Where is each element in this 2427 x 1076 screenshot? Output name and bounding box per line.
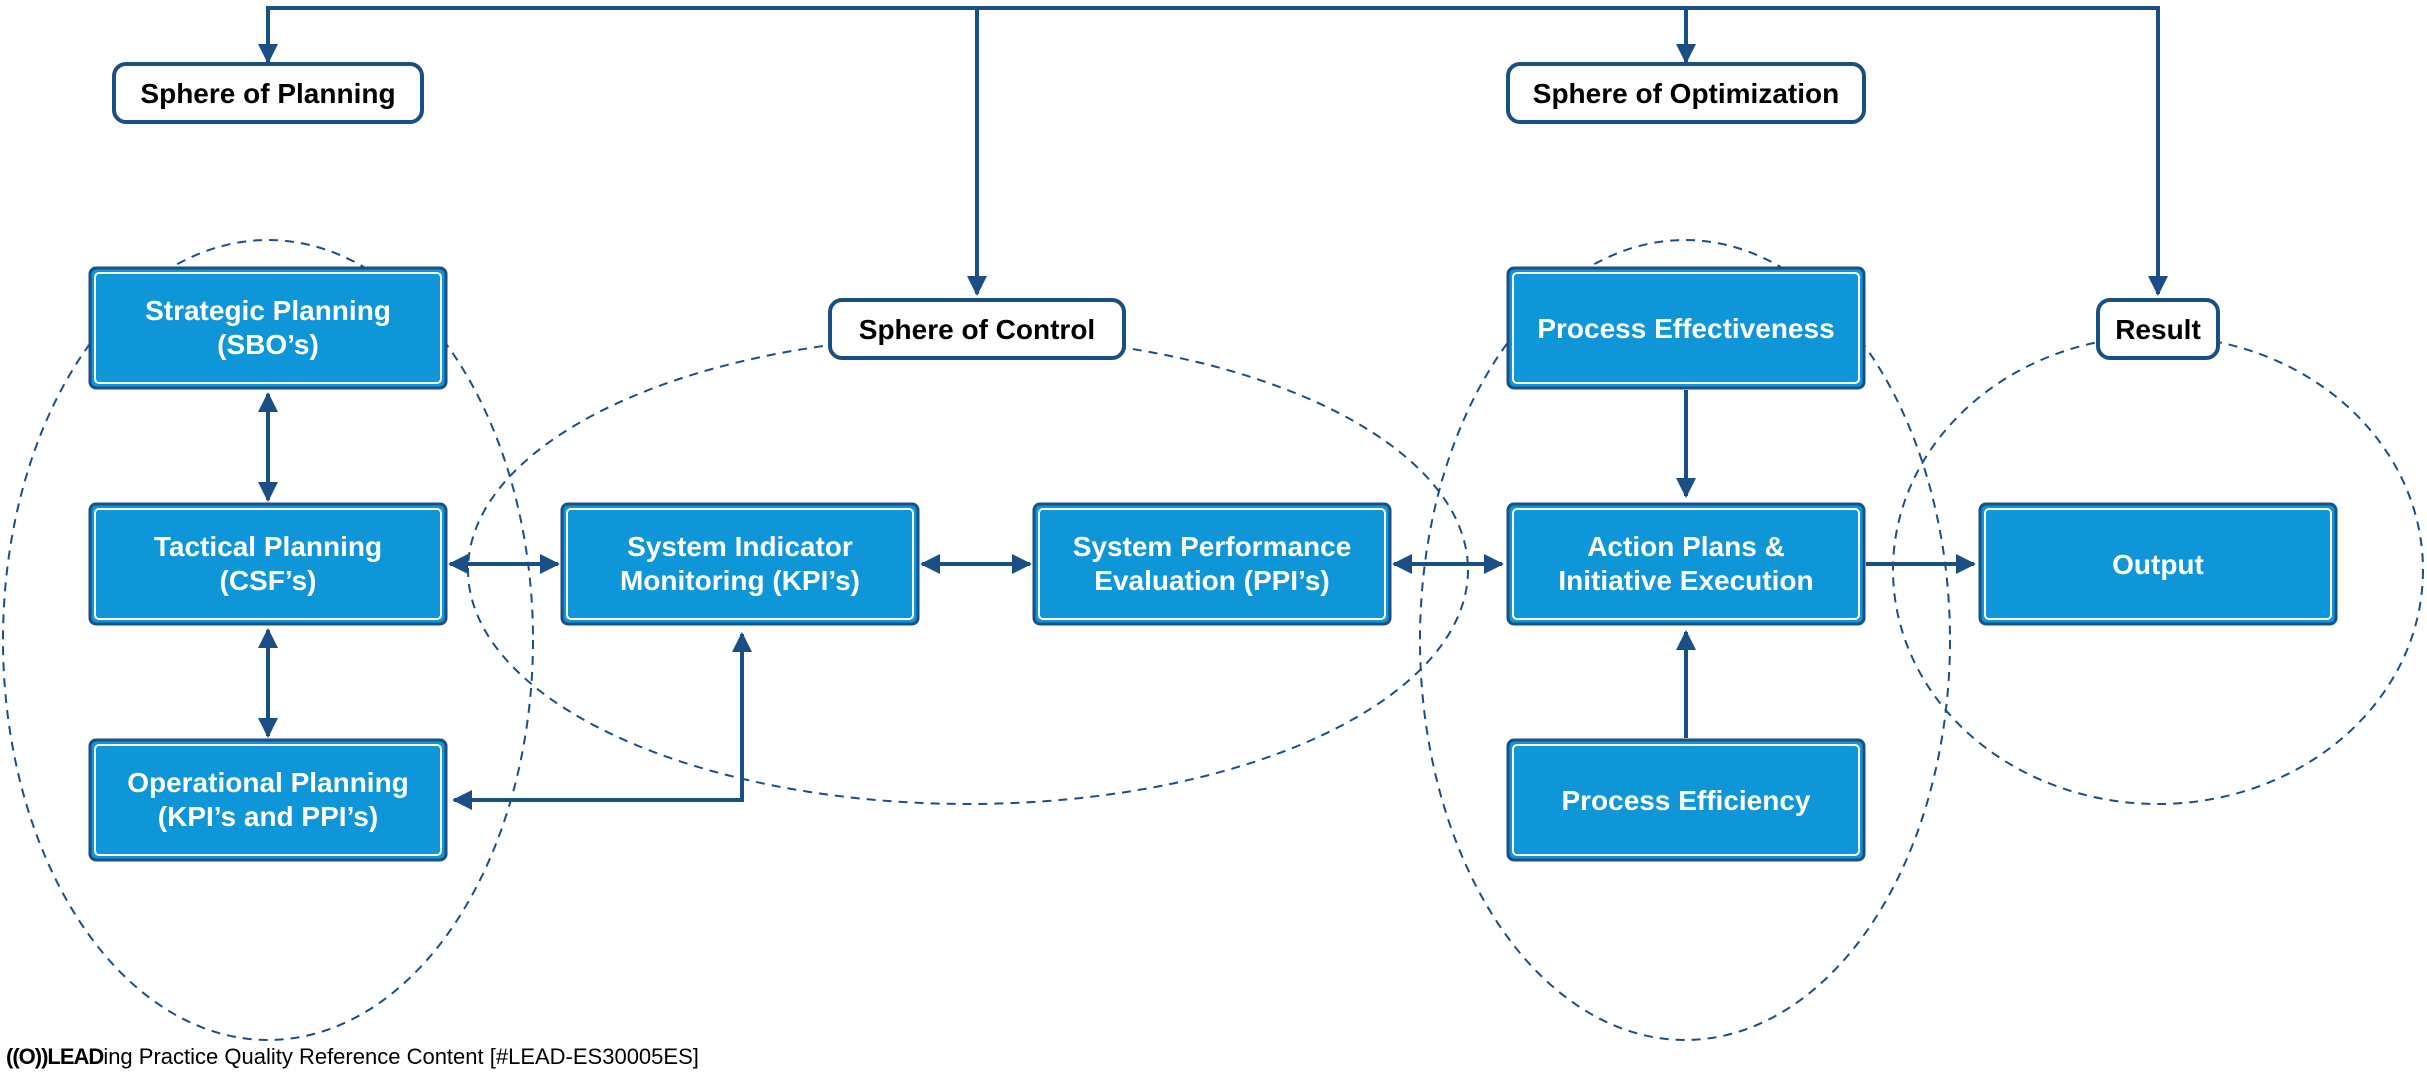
- process-effectiveness-text: Process Effectiveness: [1537, 313, 1834, 344]
- strategic-planning-line1: Strategic Planning: [145, 295, 391, 326]
- process-efficiency-box: Process Efficiency: [1506, 738, 1866, 862]
- monitoring-line2: Monitoring (KPI’s): [620, 565, 860, 596]
- sphere-of-control-label: Sphere of Control: [828, 298, 1126, 360]
- evaluation-line1: System Performance: [1073, 531, 1352, 562]
- output-text: Output: [2112, 549, 2204, 580]
- tactical-planning-line1: Tactical Planning: [154, 531, 382, 562]
- system-performance-evaluation-box: System Performance Evaluation (PPI’s): [1032, 502, 1392, 626]
- strategic-planning-box: Strategic Planning (SBO’s): [88, 266, 448, 390]
- top-feedback-line: [258, 6, 2168, 296]
- sphere-of-planning-label: Sphere of Planning: [112, 62, 424, 124]
- system-indicator-monitoring-box: System Indicator Monitoring (KPI’s): [560, 502, 920, 626]
- operational-planning-line1: Operational Planning: [127, 767, 409, 798]
- result-text: Result: [2115, 314, 2201, 345]
- sphere-of-optimization-text: Sphere of Optimization: [1533, 78, 1839, 109]
- strategic-planning-line2: (SBO’s): [217, 329, 319, 360]
- action-plans-line1: Action Plans &: [1587, 531, 1785, 562]
- action-plans-box: Action Plans & Initiative Execution: [1506, 502, 1866, 626]
- monitoring-line1: System Indicator: [627, 531, 853, 562]
- leading-practice-logo: ((O))LEAD: [6, 1044, 104, 1069]
- optimization-sphere-ellipse: [1419, 239, 1951, 1041]
- footer-text: ing Practice Quality Reference Content […: [103, 1044, 699, 1069]
- process-effectiveness-box: Process Effectiveness: [1506, 266, 1866, 390]
- evaluation-line2: Evaluation (PPI’s): [1094, 565, 1329, 596]
- sphere-of-control-text: Sphere of Control: [859, 314, 1095, 345]
- operational-planning-box: Operational Planning (KPI’s and PPI’s): [88, 738, 448, 862]
- tactical-planning-line2: (CSF’s): [220, 565, 317, 596]
- action-plans-line2: Initiative Execution: [1558, 565, 1813, 596]
- sphere-of-planning-text: Sphere of Planning: [140, 78, 395, 109]
- sphere-of-optimization-label: Sphere of Optimization: [1506, 62, 1866, 124]
- result-label: Result: [2096, 298, 2220, 360]
- operational-planning-line2: (KPI’s and PPI’s): [158, 801, 378, 832]
- process-efficiency-text: Process Efficiency: [1561, 785, 1810, 816]
- output-box: Output: [1978, 502, 2338, 626]
- tactical-planning-box: Tactical Planning (CSF’s): [88, 502, 448, 626]
- footer-credit: ((O))LEADing Practice Quality Reference …: [6, 1044, 699, 1070]
- arrow-operational-monitoring: [452, 632, 752, 810]
